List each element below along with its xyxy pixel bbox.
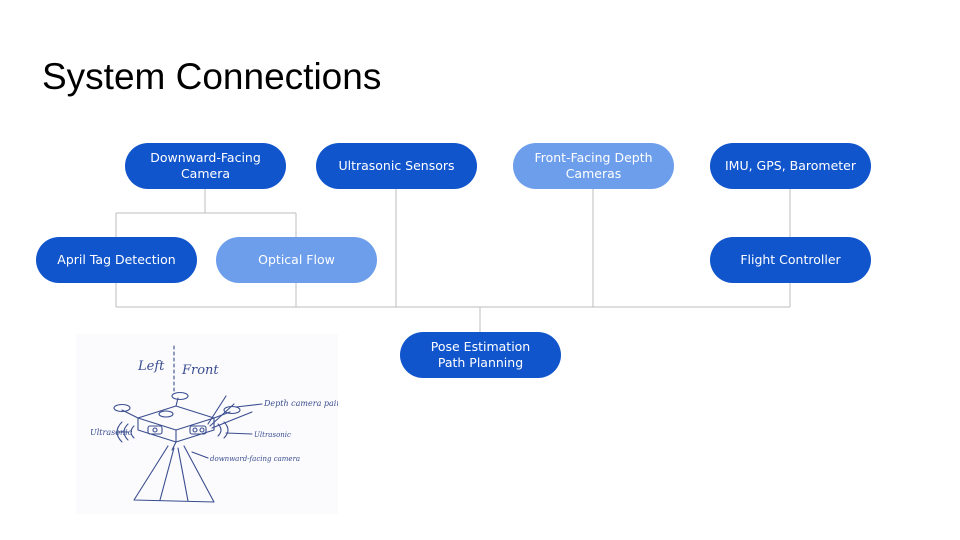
sketch-front-label: Front (181, 363, 219, 378)
sketch-depth-camera-label: Depth camera pair (263, 399, 338, 408)
node-ultrasonic-sensors[interactable]: Ultrasonic Sensors (316, 143, 477, 189)
node-downward-camera[interactable]: Downward-Facing Camera (125, 143, 286, 189)
drone-sketch: Left Front Depth camera pair Ultrasonic … (76, 334, 338, 514)
node-april-tag-detection[interactable]: April Tag Detection (36, 237, 197, 283)
sketch-downward-camera-label: downward-facing camera (210, 455, 300, 463)
sketch-left-label: Left (137, 359, 165, 374)
slide-title: System Connections (42, 56, 382, 97)
node-flight-controller[interactable]: Flight Controller (710, 237, 871, 283)
node-imu-gps-barometer[interactable]: IMU, GPS, Barometer (710, 143, 871, 189)
sketch-ultrasonic-right-label: Ultrasonic (254, 431, 291, 439)
node-optical-flow[interactable]: Optical Flow (216, 237, 377, 283)
sketch-ultrasonic-left-label: Ultrasonic (90, 428, 133, 437)
node-front-depth-cameras[interactable]: Front-Facing Depth Cameras (513, 143, 674, 189)
node-pose-estimation[interactable]: Pose Estimation Path Planning (400, 332, 561, 378)
